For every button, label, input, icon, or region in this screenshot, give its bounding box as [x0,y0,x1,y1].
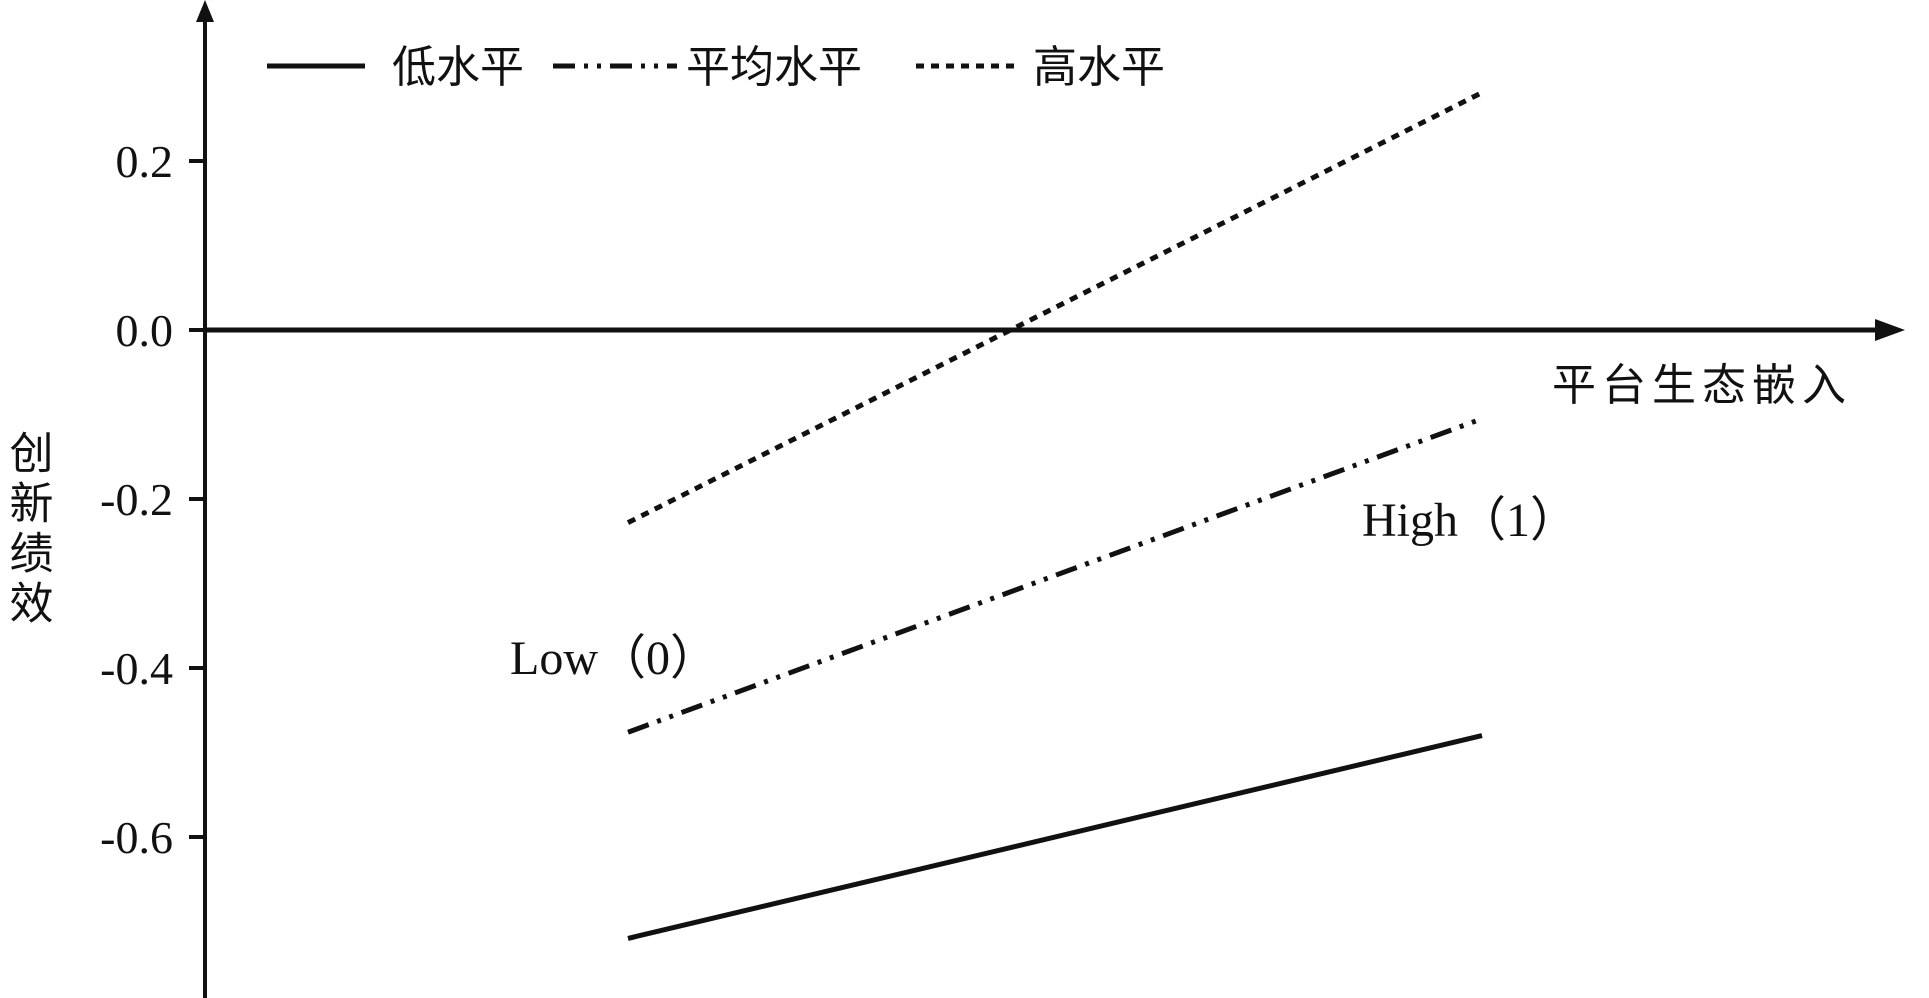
legend-label-mean: 平均水平 [686,42,862,93]
legend-label-low: 低水平 [392,42,524,93]
y-tick-label: 0.2 [116,136,174,187]
x-tick-label-low: Low（0） [510,632,718,685]
y-tick-label: -0.2 [100,474,173,525]
y-axis-label: 创新绩效 [2,430,53,630]
series-line-1 [627,416,1483,735]
legend-label-high: 高水平 [1033,42,1165,93]
series-line-0 [627,733,1483,941]
x-tick-label-high: High（1） [1362,494,1578,547]
x-axis-label: 平台生态嵌入 [1552,360,1852,411]
x-axis-arrow-icon [1875,319,1905,341]
axes [196,0,1905,998]
series-line-2 [626,90,1484,525]
y-tick-label: -0.4 [100,643,173,694]
legend: 低水平 平均水平 高水平 [267,42,1165,93]
y-axis-arrow-icon [196,0,214,22]
series-lines [626,90,1484,941]
y-tick-label: 0.0 [116,305,174,356]
y-ticks: 0.2 0.0 -0.2 -0.4 -0.6 [100,136,205,863]
y-tick-label: -0.6 [100,812,173,863]
